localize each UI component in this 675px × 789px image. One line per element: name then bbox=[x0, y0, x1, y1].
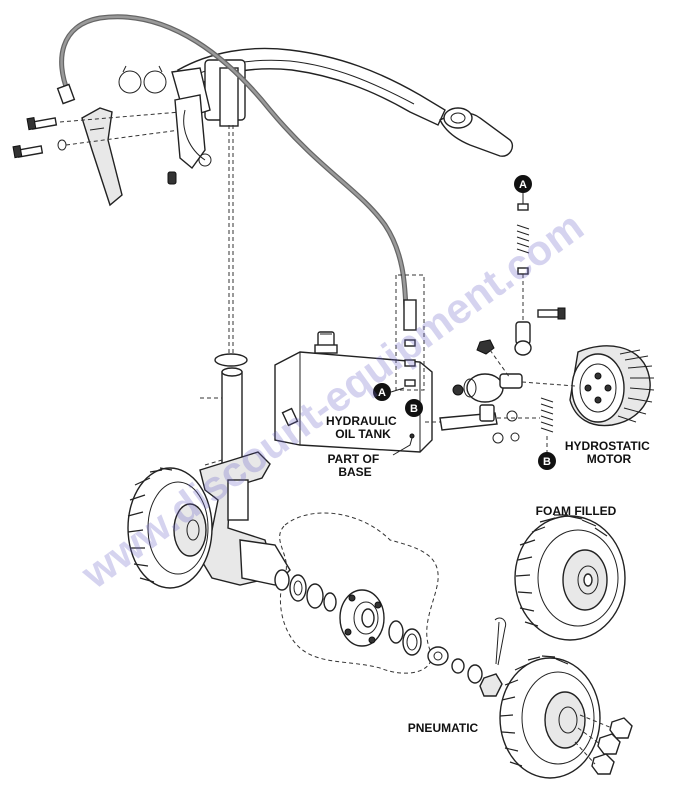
callout-a-top: A bbox=[514, 175, 532, 204]
part-of-base-label: PART OF BASE bbox=[327, 452, 382, 479]
foam-filled-wheel bbox=[514, 514, 626, 641]
hydraulic-oil-tank-label: HYDRAULIC OIL TANK bbox=[326, 414, 400, 441]
svg-text:A: A bbox=[378, 387, 386, 399]
callout-a-tank: A bbox=[373, 383, 405, 401]
svg-text:A: A bbox=[519, 179, 527, 191]
throttle-lever bbox=[174, 94, 212, 170]
mounting-bracket bbox=[12, 107, 181, 207]
hydrostatic-motor-label: HYDROSTATIC MOTOR bbox=[565, 439, 653, 466]
svg-text:B: B bbox=[410, 403, 418, 415]
hydraulic-tank bbox=[274, 331, 433, 453]
front-wheel bbox=[127, 467, 213, 589]
cable-hose bbox=[56, 14, 409, 313]
svg-text:B: B bbox=[543, 456, 551, 468]
motor-linkage bbox=[425, 203, 576, 455]
pneumatic-wheel bbox=[499, 655, 633, 779]
bracket-bolt bbox=[12, 139, 67, 159]
bracket-bolt bbox=[26, 116, 58, 131]
hose-fitting-stack bbox=[395, 274, 425, 391]
callout-b-spring: B bbox=[538, 452, 556, 470]
foam-filled-label: FOAM FILLED bbox=[536, 504, 617, 518]
handle-assembly bbox=[171, 47, 446, 127]
grip bbox=[439, 107, 514, 157]
hydrostatic-motor bbox=[569, 345, 655, 427]
callout-b-tank: B bbox=[405, 399, 423, 417]
pneumatic-label: PNEUMATIC bbox=[408, 721, 479, 735]
watermark: www.discount-equipment.com bbox=[72, 202, 592, 598]
hose-clamps bbox=[118, 65, 167, 94]
wheel-hub-assembly bbox=[274, 569, 507, 697]
part-of-base-leader bbox=[392, 433, 415, 456]
